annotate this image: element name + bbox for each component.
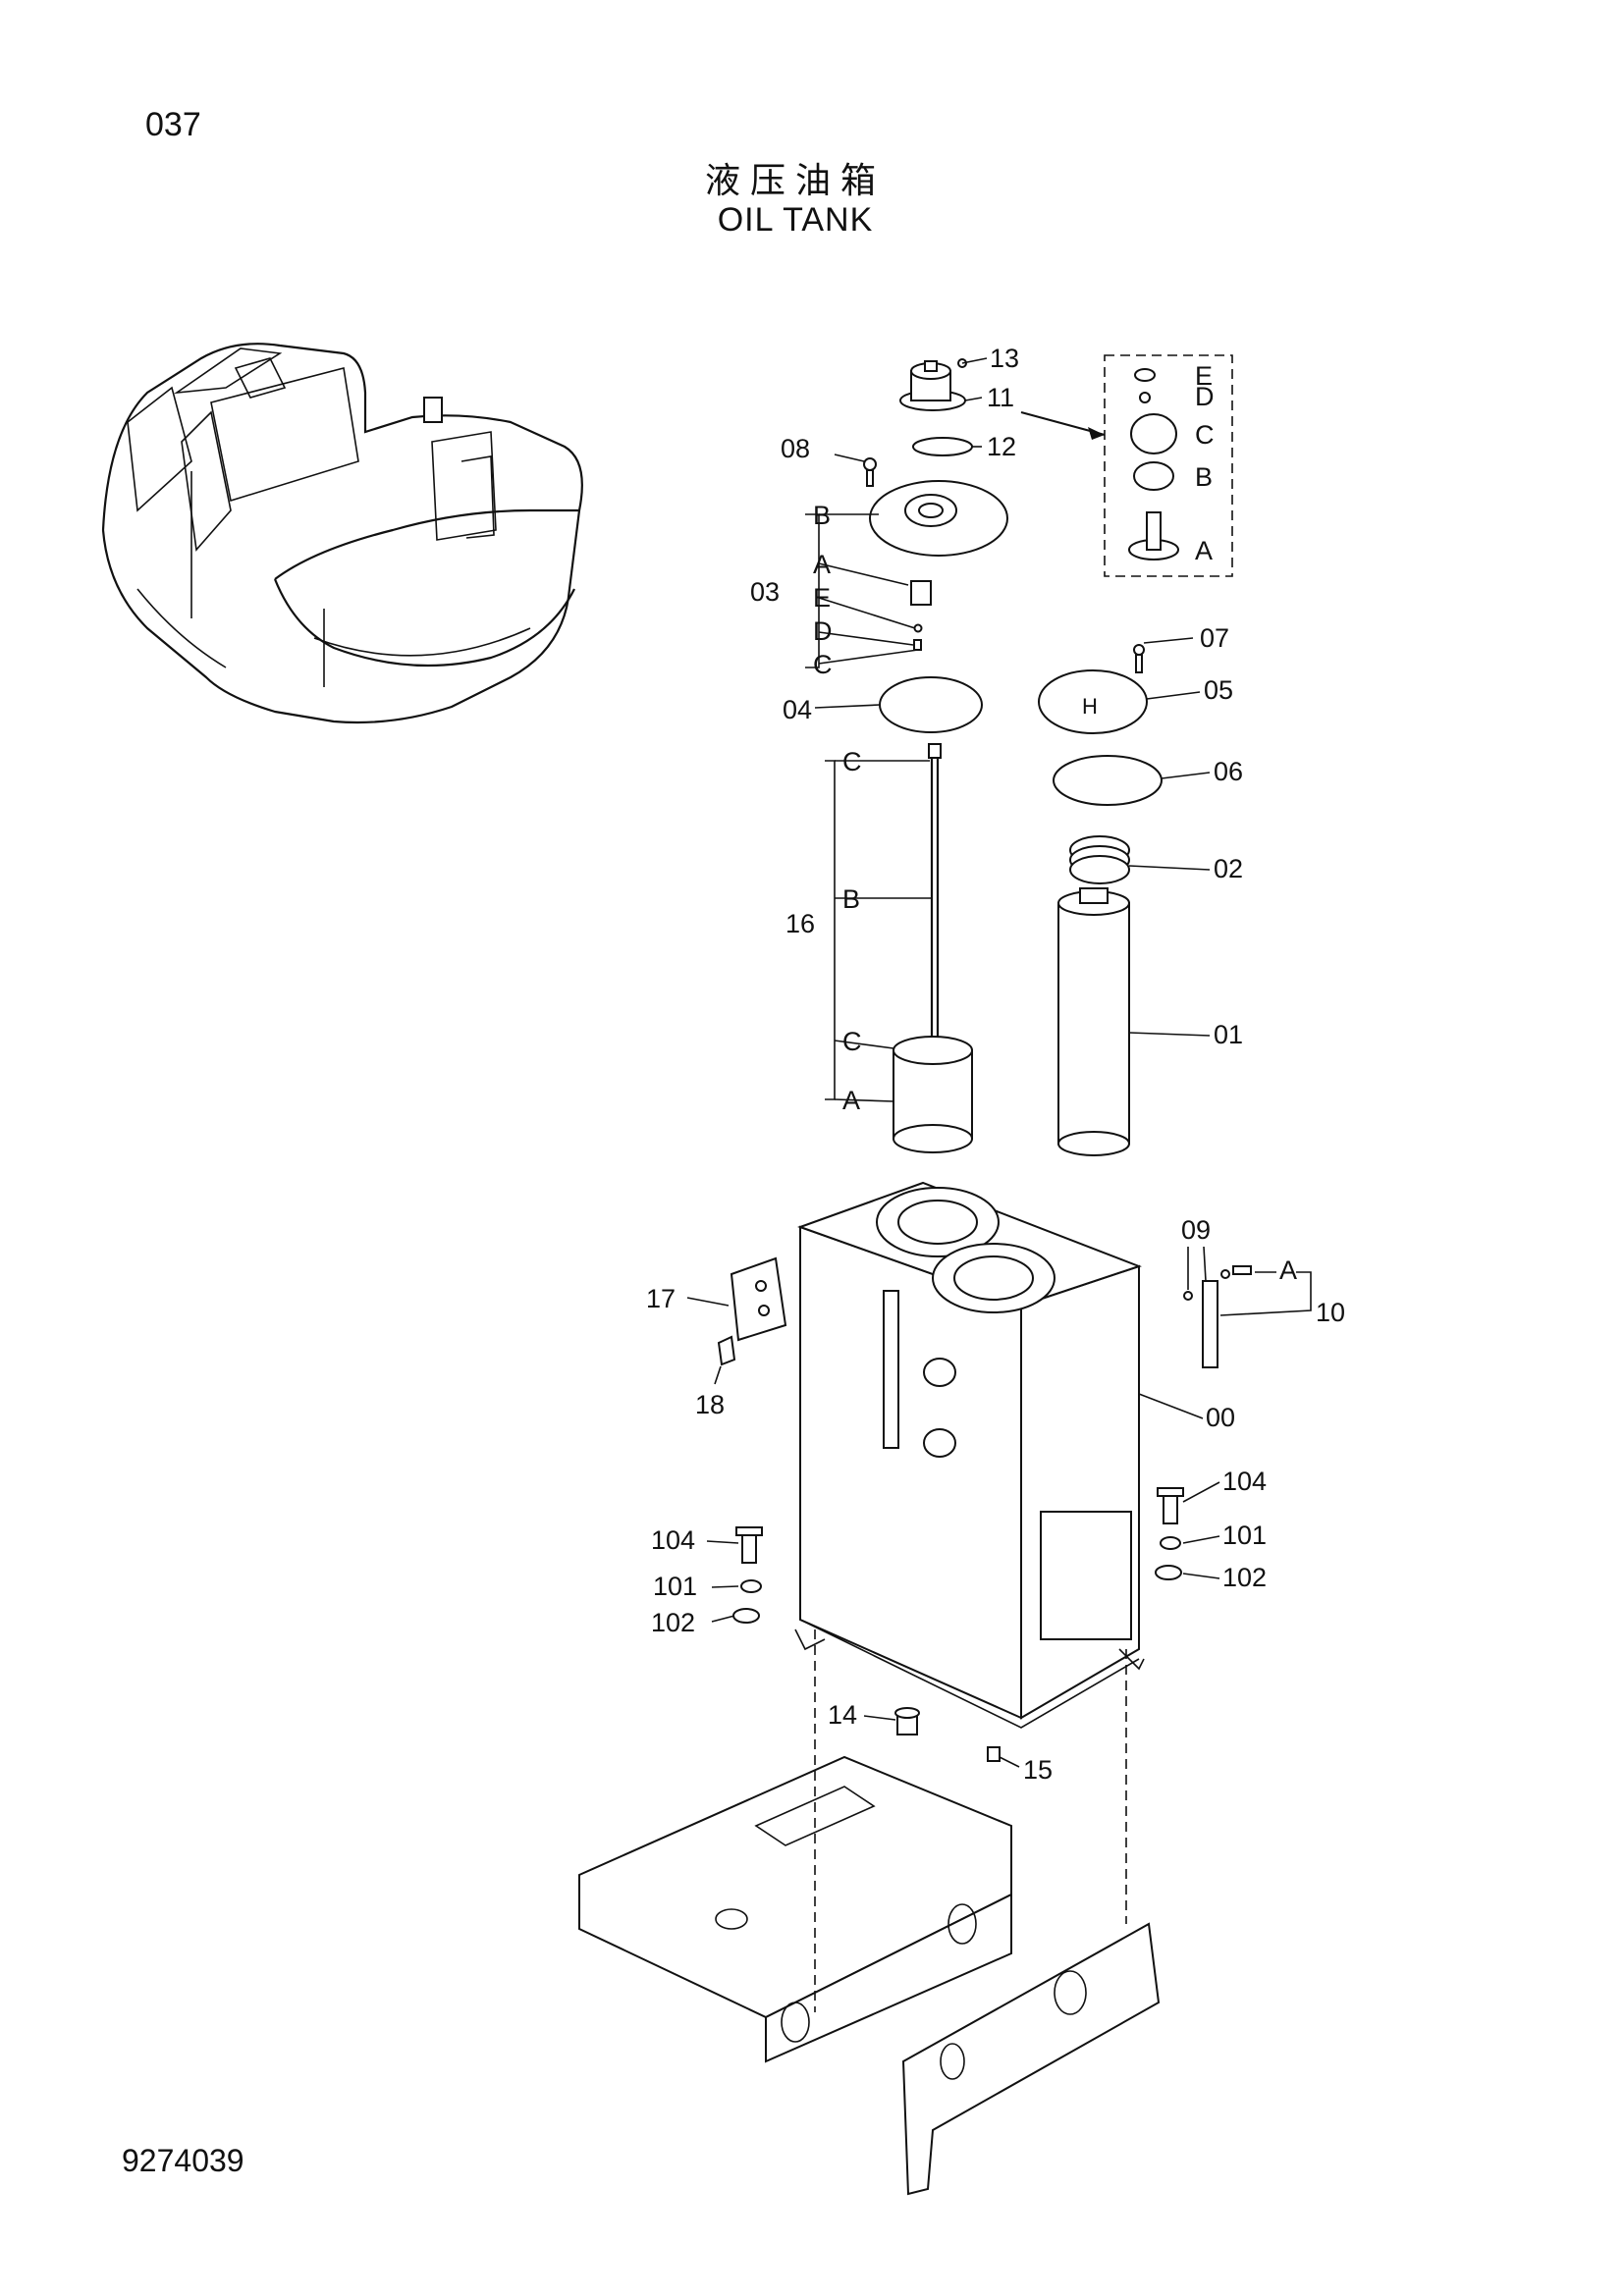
- sublabel-11-c: C: [1195, 420, 1215, 450]
- document-number: 9274039: [122, 2143, 244, 2178]
- cover-flange-assembly: [863, 457, 1008, 733]
- callout-13: 13: [990, 344, 1019, 373]
- callout-00: 00: [1206, 1403, 1235, 1432]
- callout-17: 17: [646, 1284, 676, 1313]
- callout-15: 15: [1023, 1755, 1053, 1785]
- sub-part-letters: B A E D C C B C A E D C B A A: [813, 361, 1297, 1285]
- sublabel-10-a: A: [1279, 1255, 1297, 1285]
- sublabel-16-b: B: [842, 884, 860, 914]
- svg-text:H: H: [1082, 694, 1098, 719]
- callout-16: 16: [785, 909, 815, 938]
- callout-leader-lines: [686, 357, 1312, 1768]
- callout-01: 01: [1214, 1020, 1243, 1049]
- sublabel-03-a: A: [813, 550, 831, 579]
- callout-102-left: 102: [651, 1608, 695, 1637]
- callout-104-right: 104: [1222, 1467, 1267, 1496]
- callout-08: 08: [781, 434, 810, 463]
- sublabel-16-c-bottom: C: [842, 1027, 862, 1056]
- sublabel-03-e: E: [813, 583, 831, 613]
- sublabel-16-c-top: C: [842, 747, 862, 776]
- sublabel-03-b: B: [813, 501, 831, 530]
- excavator-locator-illustration: [101, 343, 583, 724]
- breather-assembly: [899, 358, 973, 456]
- suction-strainer: [893, 743, 973, 1153]
- callout-101-left: 101: [653, 1572, 697, 1601]
- sublabel-16-a: A: [842, 1086, 860, 1115]
- detail-box-breather: [1020, 354, 1233, 577]
- callout-12: 12: [987, 432, 1016, 461]
- callout-14: 14: [828, 1700, 857, 1730]
- callout-07: 07: [1200, 623, 1229, 653]
- callout-11: 11: [987, 383, 1014, 412]
- sublabel-03-d: D: [813, 616, 833, 646]
- mounting-bracket: [717, 1256, 787, 1366]
- callout-10: 10: [1316, 1298, 1345, 1327]
- callout-04: 04: [783, 695, 812, 724]
- callout-18: 18: [695, 1390, 725, 1419]
- callout-labels: 13 11 12 08 03 04 07 05 06 02 01 16 09 1…: [646, 344, 1345, 1785]
- callout-102-right: 102: [1222, 1563, 1267, 1592]
- sublabel-11-d: D: [1195, 382, 1215, 411]
- sublabel-11-b: B: [1195, 462, 1213, 492]
- page-number: 037: [145, 106, 201, 143]
- hardware-bolts-washers: [732, 1487, 1184, 1762]
- callout-06: 06: [1214, 757, 1243, 786]
- stay-bar: [1183, 1265, 1252, 1368]
- sublabel-03-c: C: [813, 650, 833, 679]
- callout-02: 02: [1214, 854, 1243, 883]
- callout-101-right: 101: [1222, 1521, 1267, 1550]
- oil-tank-body: [794, 1181, 1145, 1729]
- base-frame: [578, 1629, 1161, 2196]
- callout-05: 05: [1204, 675, 1233, 705]
- callout-09: 09: [1181, 1215, 1211, 1245]
- sublabel-11-e: E: [1195, 361, 1213, 391]
- filter-cover-assembly: H: [1038, 644, 1163, 884]
- callout-104-left: 104: [651, 1525, 695, 1555]
- filter-element: [1057, 887, 1130, 1156]
- title-chinese: 液压油箱: [704, 161, 886, 201]
- sublabel-11-a: A: [1195, 536, 1213, 565]
- title-english: OIL TANK: [717, 201, 874, 239]
- callout-03: 03: [750, 577, 780, 607]
